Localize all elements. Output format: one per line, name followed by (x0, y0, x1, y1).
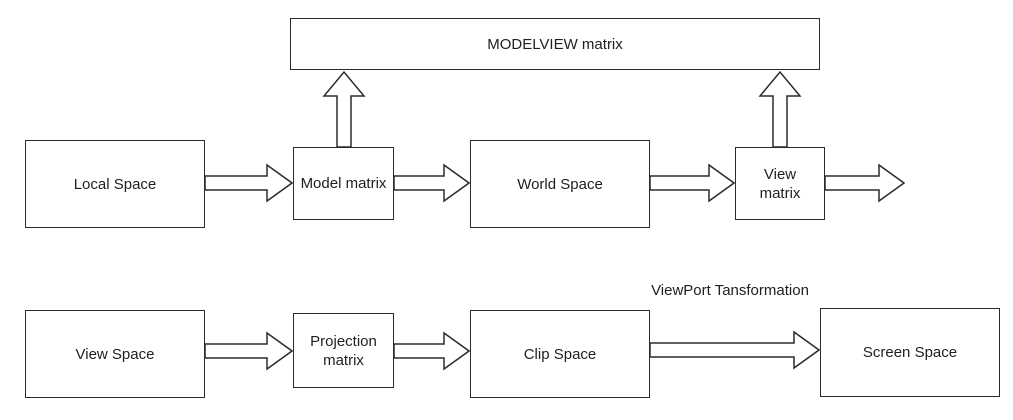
arrow-local-to-model (205, 163, 293, 203)
viewport-transformation-label: ViewPort Tansformation (651, 282, 809, 299)
block-arrow-right-icon (205, 331, 293, 371)
clip-space-box: Clip Space (470, 310, 650, 398)
block-arrow-up-icon (322, 70, 366, 147)
world-space-box: World Space (470, 140, 650, 228)
view-space-box: View Space (25, 310, 205, 398)
block-arrow-right-icon (650, 330, 820, 370)
arrow-clip-to-screen (650, 330, 820, 370)
block-arrow-right-icon (394, 163, 470, 203)
projection-matrix-box: Projection matrix (293, 313, 394, 388)
screen-space-box: Screen Space (820, 308, 1000, 397)
block-arrow-up-icon (758, 70, 802, 147)
arrow-viewmatrix-out (825, 163, 905, 203)
local-space-box: Local Space (25, 140, 205, 228)
arrow-world-to-viewmatrix (650, 163, 735, 203)
arrow-projection-to-clip (394, 331, 470, 371)
arrow-viewspace-to-projection (205, 331, 293, 371)
modelview-matrix-box: MODELVIEW matrix (290, 18, 820, 70)
block-arrow-right-icon (394, 331, 470, 371)
arrow-model-to-world (394, 163, 470, 203)
arrow-viewmatrix-to-modelview (758, 70, 802, 147)
arrow-modelmatrix-to-modelview (322, 70, 366, 147)
block-arrow-right-icon (205, 163, 293, 203)
model-matrix-box: Model matrix (293, 147, 394, 220)
view-matrix-box: View matrix (735, 147, 825, 220)
block-arrow-right-icon (650, 163, 735, 203)
block-arrow-right-icon (825, 163, 905, 203)
